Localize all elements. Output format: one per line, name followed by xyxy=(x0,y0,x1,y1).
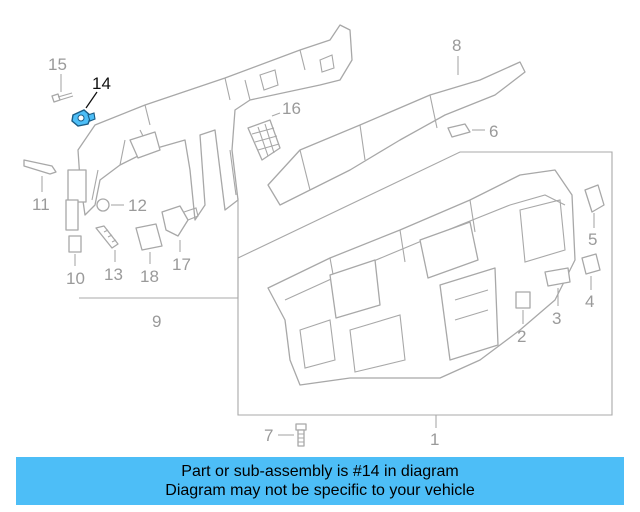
callout-9: 9 xyxy=(152,312,161,331)
banner-line-1: Part or sub-assembly is #14 in diagram xyxy=(181,463,459,480)
part-15-bolt xyxy=(51,92,74,103)
callout-5: 5 xyxy=(588,230,597,249)
callout-11: 11 xyxy=(32,195,50,214)
panel-frame xyxy=(237,151,613,416)
part-8-pad xyxy=(267,61,526,206)
part-2 xyxy=(515,291,531,309)
callout-6: 6 xyxy=(489,122,498,141)
part-5 xyxy=(584,184,605,213)
callout-12: 12 xyxy=(128,196,147,215)
banner-line-2: Diagram may not be specific to your vehi… xyxy=(165,482,475,499)
part-3 xyxy=(544,267,571,287)
part-13-bolt xyxy=(95,225,119,249)
part-14-clip-nut xyxy=(71,109,96,127)
part-11 xyxy=(23,159,57,175)
instrument-panel xyxy=(267,169,576,386)
callout-13: 13 xyxy=(104,265,123,284)
lead-16 xyxy=(271,112,281,117)
part-4 xyxy=(581,253,601,275)
callout-14: 14 xyxy=(92,74,111,93)
callout-16: 16 xyxy=(282,99,301,118)
callout-10: 10 xyxy=(66,269,85,288)
lead-14 xyxy=(85,91,98,109)
part-6-clip xyxy=(447,123,471,138)
callout-15: 15 xyxy=(48,55,67,74)
info-banner: Part or sub-assembly is #14 in diagram D… xyxy=(16,457,624,505)
callout-1: 1 xyxy=(430,430,439,449)
callout-4: 4 xyxy=(585,292,594,311)
part-16-vent xyxy=(247,119,281,161)
part-12 xyxy=(96,198,110,212)
callout-17: 17 xyxy=(172,255,191,274)
part-17 xyxy=(161,205,199,237)
part-7-bolt xyxy=(295,423,307,447)
callout-7: 7 xyxy=(264,426,273,445)
callout-8: 8 xyxy=(452,36,461,55)
callout-18: 18 xyxy=(140,267,159,286)
callout-3: 3 xyxy=(552,309,561,328)
callout-2: 2 xyxy=(517,327,526,346)
part-10 xyxy=(68,235,82,253)
part-18 xyxy=(135,223,163,251)
parts-diagram: 1 2 3 4 5 6 7 8 9 10 11 12 13 14 15 16 1… xyxy=(23,24,613,449)
cross-car-beam xyxy=(65,24,353,231)
